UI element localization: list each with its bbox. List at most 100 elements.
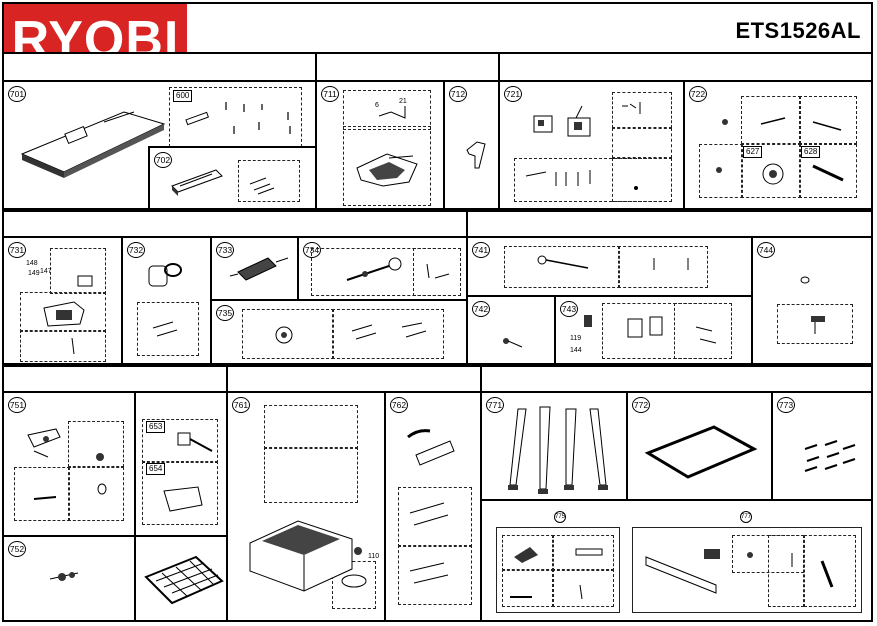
subassembly-box [502, 535, 554, 571]
subassembly-box [502, 569, 554, 607]
blade-guard-drawing [356, 106, 418, 187]
panel-721[interactable]: 721 [498, 80, 685, 210]
panel-735[interactable]: 735 [210, 299, 468, 365]
cord-drawing [537, 255, 689, 270]
panel-744[interactable]: 744 [751, 236, 873, 365]
panel-761[interactable]: 761 110 [226, 391, 386, 622]
panel-722[interactable]: 722 627 628 [683, 80, 873, 210]
part-number: 21 [399, 98, 407, 105]
panel-762[interactable]: 762 [384, 391, 482, 622]
panel-711[interactable]: 711 6 21 [315, 80, 445, 210]
stand-legs-drawing [508, 406, 608, 494]
panel-number: 734 [303, 242, 321, 258]
part-label: 628 [801, 146, 821, 158]
switch-box-drawing [584, 315, 717, 344]
panel-653-654[interactable]: 653 654 [134, 391, 228, 537]
subassembly-box [137, 302, 199, 356]
panel-number: 762 [390, 397, 408, 413]
subassembly-box [332, 561, 376, 609]
panel-number: 741 [472, 242, 490, 258]
panel-752[interactable]: 752 [2, 535, 136, 622]
panel-number: 772 [632, 397, 650, 413]
model-number: ETS1526AL [735, 18, 861, 43]
panel-number: 761 [232, 397, 250, 413]
part-label: 653 [146, 421, 166, 433]
part-number: 148 [26, 260, 38, 267]
panel-771[interactable]: 771 [480, 391, 628, 501]
panel-732[interactable]: 732 [121, 236, 212, 365]
panel-number: 712 [449, 86, 467, 102]
strain-relief-drawing [503, 338, 523, 348]
panel-number: 771 [486, 397, 504, 413]
panel-772[interactable]: 772 [626, 391, 773, 501]
subassembly-box [398, 487, 472, 547]
subassembly-box [741, 96, 801, 144]
subassembly-box [50, 248, 106, 294]
panel-number: 775 [554, 511, 566, 523]
section-header-bar [498, 52, 873, 82]
gear-housing-drawing [275, 322, 427, 344]
panel-731[interactable]: 731 148 149 147 [2, 236, 123, 365]
panel-number: 731 [8, 242, 26, 258]
insert-plate-drawing [171, 169, 275, 196]
panel-741[interactable]: 741 [466, 236, 753, 297]
subassembly-box [618, 246, 708, 288]
riving-knife-drawing [466, 141, 486, 169]
panel-702[interactable]: 702 [148, 146, 317, 210]
panel-number: 711 [321, 86, 339, 102]
section-header-bar [480, 365, 873, 393]
panel-712[interactable]: 712 [443, 80, 500, 210]
subassembly-box [14, 467, 70, 521]
panel-number: 752 [8, 541, 26, 557]
part-number: 144 [570, 347, 582, 354]
switch-motor-drawing [43, 275, 93, 355]
part-number: 147 [40, 268, 52, 275]
panel-742[interactable]: 742 [466, 295, 556, 365]
subassembly-box [343, 126, 431, 206]
subassembly-box [238, 160, 300, 202]
motor-armature-drawing [229, 257, 289, 281]
part-number: 119 [570, 335, 582, 342]
subassembly-box [68, 421, 124, 467]
panel-number: 702 [154, 152, 172, 168]
panel-grate[interactable] [134, 535, 228, 622]
subassembly-box [612, 128, 672, 158]
bevel-assembly-drawing [525, 102, 641, 190]
part-label: 654 [146, 463, 166, 475]
panel-number: 735 [216, 305, 234, 321]
grate-drawing [144, 555, 224, 605]
subassembly-box [68, 467, 124, 521]
section-header-bar [226, 365, 482, 393]
part-label: 600 [173, 90, 193, 102]
subassembly-box [612, 92, 672, 128]
elevation-parts-drawing [163, 432, 213, 512]
subassembly-box [612, 158, 672, 202]
subassembly-box [242, 309, 334, 359]
section-header-bar [2, 210, 468, 238]
subassembly-box [768, 535, 804, 607]
wheel-drawing [49, 572, 79, 581]
subassembly-box [264, 405, 358, 449]
base-drawing [249, 520, 367, 592]
subassembly-box [343, 90, 431, 130]
part-number: 110 [368, 553, 380, 560]
subassembly-box [552, 569, 614, 607]
subassembly-box [20, 292, 106, 332]
subassembly-box [413, 248, 461, 296]
panel-751[interactable]: 751 [2, 391, 136, 537]
panel-743[interactable]: 743 119 144 [554, 295, 753, 365]
group-777 [632, 527, 862, 613]
panel-number: 721 [504, 86, 522, 102]
panel-number: 733 [216, 242, 234, 258]
fence-parts-drawing [510, 547, 834, 600]
panel-number: 773 [777, 397, 795, 413]
part-number: 149 [28, 270, 40, 277]
panel-734[interactable]: 734 [297, 236, 468, 301]
panel-773[interactable]: 773 [771, 391, 873, 501]
subassembly-box [398, 545, 472, 605]
panel-733[interactable]: 733 [210, 236, 299, 301]
section-header-bar [2, 52, 317, 82]
panel-bottom-right[interactable]: 775 777 [480, 499, 873, 622]
subassembly-box [142, 419, 218, 463]
miter-gauge-drawing [407, 429, 455, 584]
